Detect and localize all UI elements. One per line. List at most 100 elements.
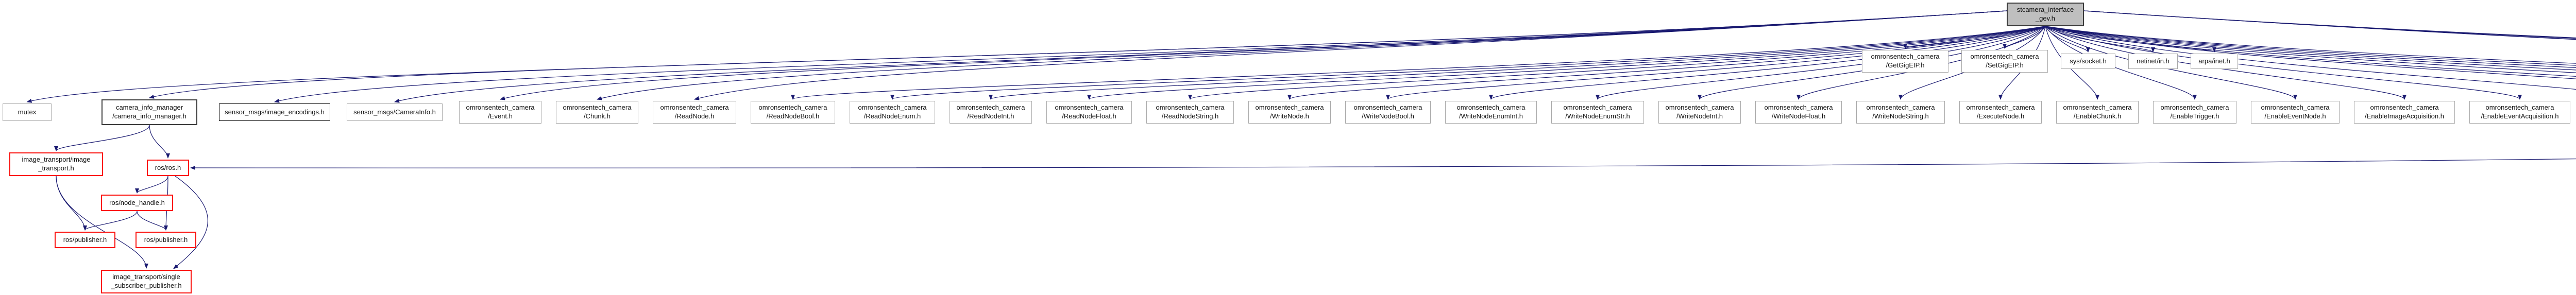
node-label-line: /ExecuteNode.h: [1976, 112, 2025, 120]
node-label-line: camera_info_manager: [115, 103, 183, 112]
graph-node-publisherl[interactable]: ros/publisher.h: [55, 232, 115, 248]
graph-node-enablechunk[interactable]: omronsentech_camera/EnableChunk.h: [2056, 101, 2139, 124]
edge-root-to-readnodefloat: [1087, 26, 2046, 100]
node-label-line: /WriteNodeString.h: [1872, 112, 1929, 120]
node-label-line: /Chunk.h: [583, 112, 611, 120]
node-label-line: /EnableTrigger.h: [2170, 112, 2219, 120]
graph-node-readnodebool[interactable]: omronsentech_camera/ReadNodeBool.h: [751, 101, 835, 124]
node-label-line: omronsentech_camera: [758, 103, 827, 112]
edge-root-to-mutex: [26, 10, 2007, 103]
edge-root-to-stheader: [2083, 10, 2576, 39]
node-label-line: /ReadNodeString.h: [1161, 112, 1219, 120]
graph-node-readnodeint[interactable]: omronsentech_camera/ReadNodeInt.h: [950, 101, 1032, 124]
graph-node-netinet[interactable]: netinet/in.h: [2128, 54, 2178, 69]
node-label-line: omronsentech_camera: [956, 103, 1025, 112]
graph-node-enabletrigger[interactable]: omronsentech_camera/EnableTrigger.h: [2153, 101, 2236, 124]
edge-stparameter-to-rosros: [190, 159, 2576, 170]
graph-node-imagetransport[interactable]: image_transport/image_transport.h: [9, 152, 103, 176]
edge-root-to-gettriggerlist: [2045, 26, 2576, 71]
node-label-line: _gev.h: [2035, 14, 2056, 22]
node-label-line: image_transport/single: [112, 273, 180, 281]
edge-root-to-sendsofttrigger: [2045, 26, 2576, 64]
edge-root-to-writenode: [1287, 26, 2046, 100]
graph-node-writenodeenumstr[interactable]: omronsentech_camera/WriteNodeEnumStr.h: [1551, 101, 1644, 124]
node-label-line: omronsentech_camera: [2485, 103, 2554, 112]
edge-root-to-enablechunk: [2045, 26, 2099, 100]
graph-node-enableeventacq[interactable]: omronsentech_camera/EnableEventAcquisiti…: [2469, 101, 2570, 124]
graph-node-readnodeenum[interactable]: omronsentech_camera/ReadNodeEnum.h: [850, 101, 935, 124]
node-label-line: /EnableChunk.h: [2073, 112, 2122, 120]
edge-root-to-writenodestring: [1899, 26, 2046, 100]
node-label-line: omronsentech_camera: [2370, 103, 2439, 112]
graph-node-executenode[interactable]: omronsentech_camera/ExecuteNode.h: [1959, 101, 2042, 124]
node-label-line: omronsentech_camera: [1871, 53, 1940, 61]
edge-root-to-enabletrigger: [2045, 26, 2197, 100]
graph-node-gigeip[interactable]: omronsentech_camera/GetGigEIP.h: [1862, 50, 1948, 73]
node-label-line: omronsentech_camera: [1764, 103, 1833, 112]
node-label-line: /ReadNode.h: [674, 112, 715, 120]
node-label-line: ros/publisher.h: [63, 235, 107, 244]
graph-node-camerainfo[interactable]: sensor_msgs/CameraInfo.h: [347, 103, 443, 121]
graph-node-enableimageacq[interactable]: omronsentech_camera/EnableImageAcquisiti…: [2354, 101, 2455, 124]
node-label-line: omronsentech_camera: [1055, 103, 1124, 112]
node-label-line: ros/node_handle.h: [109, 198, 165, 206]
graph-node-enableeventnode[interactable]: omronsentech_camera/EnableEventNode.h: [2251, 101, 2340, 124]
graph-node-writenode[interactable]: omronsentech_camera/WriteNode.h: [1248, 101, 1331, 124]
graph-node-imgenc[interactable]: sensor_msgs/image_encodings.h: [219, 103, 330, 121]
edge-root-to-writenodeenumint: [1489, 26, 2046, 100]
graph-node-readnode[interactable]: omronsentech_camera/ReadNode.h: [653, 101, 736, 124]
edge-root-to-chunk: [597, 10, 2007, 100]
node-label-line: omronsentech_camera: [563, 103, 632, 112]
graph-node-setgigeip[interactable]: omronsentech_camera/SetGigEIP.h: [1961, 50, 2048, 73]
edge-root-to-getgenicamnodeinfo: [2045, 26, 2576, 66]
node-label-line: /WriteNode.h: [1270, 112, 1309, 120]
edge-rosros-to-ssp: [173, 176, 208, 269]
edge-root-to-readnodeenum: [890, 26, 2046, 100]
graph-node-event[interactable]: omronsentech_camera/Event.h: [459, 101, 541, 124]
graph-node-socket[interactable]: sys/socket.h: [2061, 54, 2115, 69]
graph-node-writenodeenumint[interactable]: omronsentech_camera/WriteNodeEnumInt.h: [1445, 101, 1537, 124]
graph-node-arpa[interactable]: arpa/inet.h: [2191, 54, 2238, 69]
edge-caminfo-to-imagetransport: [54, 125, 150, 151]
node-label-line: /EnableImageAcquisition.h: [2365, 112, 2444, 120]
edge-root-to-executenode: [1998, 26, 2046, 100]
node-label-line: /GetGigEIP.h: [1886, 61, 1925, 69]
node-label-line: /WriteNodeBool.h: [1362, 112, 1414, 120]
graph-node-writenodebool[interactable]: omronsentech_camera/WriteNodeBool.h: [1345, 101, 1431, 124]
edge-nodehandle-to-publisherl: [83, 211, 138, 231]
graph-node-writenodeint[interactable]: omronsentech_camera/WriteNodeInt.h: [1658, 101, 1741, 124]
edge-root-to-geteventacqstatuslist: [2045, 26, 2576, 79]
node-label-line: sensor_msgs/image_encodings.h: [225, 108, 325, 116]
edge-root-to-enableimageacq: [2045, 26, 2406, 100]
node-label-line: _transport.h: [38, 164, 74, 172]
edge-root-to-geteventnodestatuslist: [2045, 26, 2576, 77]
graph-node-readnodefloat[interactable]: omronsentech_camera/ReadNodeFloat.h: [1046, 101, 1132, 124]
graph-node-nodehandle[interactable]: ros/node_handle.h: [101, 195, 173, 211]
edge-root-to-writenodeenumstr: [1596, 26, 2046, 100]
edge-root-to-stparameter: [2083, 10, 2576, 39]
graph-node-chunk[interactable]: omronsentech_camera/Chunk.h: [556, 101, 638, 124]
node-label-line: omronsentech_camera: [2261, 103, 2330, 112]
graph-node-caminfo[interactable]: camera_info_manager/camera_info_manager.…: [101, 99, 197, 125]
node-label-line: mutex: [18, 108, 37, 116]
edge-root-to-readnode: [694, 10, 2007, 100]
edge-root-to-readnodebool: [791, 26, 2046, 100]
edge-root-to-writenodefloat: [1797, 26, 2046, 100]
graph-node-ssp[interactable]: image_transport/single_subscriber_publis…: [101, 270, 192, 293]
graph-node-publisherr[interactable]: ros/publisher.h: [135, 232, 196, 248]
graph-node-rosros[interactable]: ros/ros.h: [147, 160, 189, 176]
edge-root-to-imgenc: [274, 10, 2007, 103]
node-label-line: omronsentech_camera: [858, 103, 927, 112]
node-label-line: /WriteNodeEnumInt.h: [1459, 112, 1523, 120]
graph-node-root: stcamera_interface_gev.h: [2007, 3, 2084, 26]
graph-node-readnodestring[interactable]: omronsentech_camera/ReadNodeString.h: [1146, 101, 1234, 124]
node-label-line: omronsentech_camera: [660, 103, 729, 112]
graph-node-writenodefloat[interactable]: omronsentech_camera/WriteNodeFloat.h: [1755, 101, 1842, 124]
edge-root-to-getenumlist: [2045, 26, 2576, 68]
node-label-line: netinet/in.h: [2137, 57, 2170, 65]
node-label-line: sys/socket.h: [2070, 57, 2107, 65]
graph-node-mutex[interactable]: mutex: [3, 103, 52, 121]
graph-node-writenodestring[interactable]: omronsentech_camera/WriteNodeString.h: [1856, 101, 1945, 124]
node-label-line: /ReadNodeBool.h: [766, 112, 820, 120]
